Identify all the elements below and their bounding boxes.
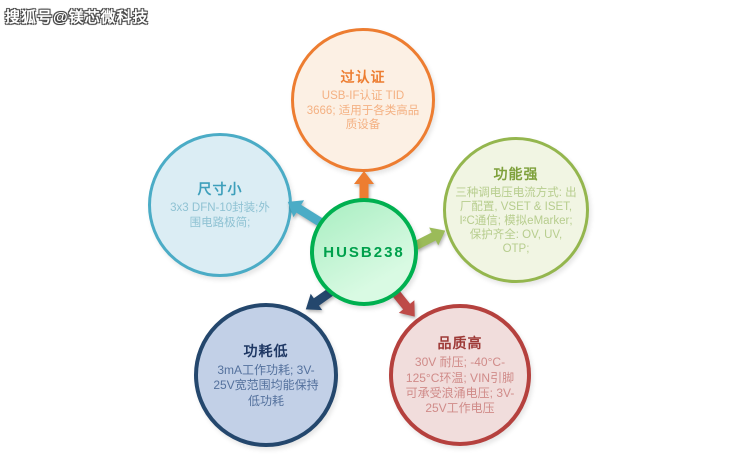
bubble-body: 3mA工作功耗; 3V-25V宽范围均能保持低功耗 xyxy=(213,362,319,408)
bubble-certification: 过认证 USB-IF认证 TID 3666; 适用于各类高品质设备 xyxy=(291,28,435,172)
chip-name: HUSB238 xyxy=(323,243,405,261)
bubble-quality: 品质高 30V 耐压; -40°C-125°C环温; VIN引脚可承受浪涌电压;… xyxy=(389,304,531,446)
arrow-to-certification xyxy=(354,171,374,201)
bubble-title: 过认证 xyxy=(340,68,386,85)
bubble-title: 尺寸小 xyxy=(197,181,243,198)
bubble-size: 尺寸小 3x3 DFN-10封装;外围电路极简; xyxy=(148,133,292,277)
bubble-body: 三种调电压电流方式: 出厂配置, VSET & ISET, I²C通信; 模拟e… xyxy=(455,186,577,256)
center-chip-bubble: HUSB238 xyxy=(310,198,418,306)
bubble-title: 品质高 xyxy=(437,335,483,352)
bubble-capability: 功能强 三种调电压电流方式: 出厂配置, VSET & ISET, I²C通信;… xyxy=(443,137,589,283)
bubble-body: USB-IF认证 TID 3666; 适用于各类高品质设备 xyxy=(306,89,420,132)
watermark: 搜狐号@镁芯微科技 xyxy=(5,9,149,26)
bubble-title: 功能强 xyxy=(493,165,539,182)
bubble-title: 功耗低 xyxy=(243,342,289,359)
arrow-shape xyxy=(354,171,374,201)
bubble-power: 功耗低 3mA工作功耗; 3V-25V宽范围均能保持低功耗 xyxy=(194,303,338,447)
bubble-body: 3x3 DFN-10封装;外围电路极简; xyxy=(170,202,270,229)
bubble-body: 30V 耐压; -40°C-125°C环温; VIN引脚可承受浪涌电压; 3V-… xyxy=(405,355,515,416)
